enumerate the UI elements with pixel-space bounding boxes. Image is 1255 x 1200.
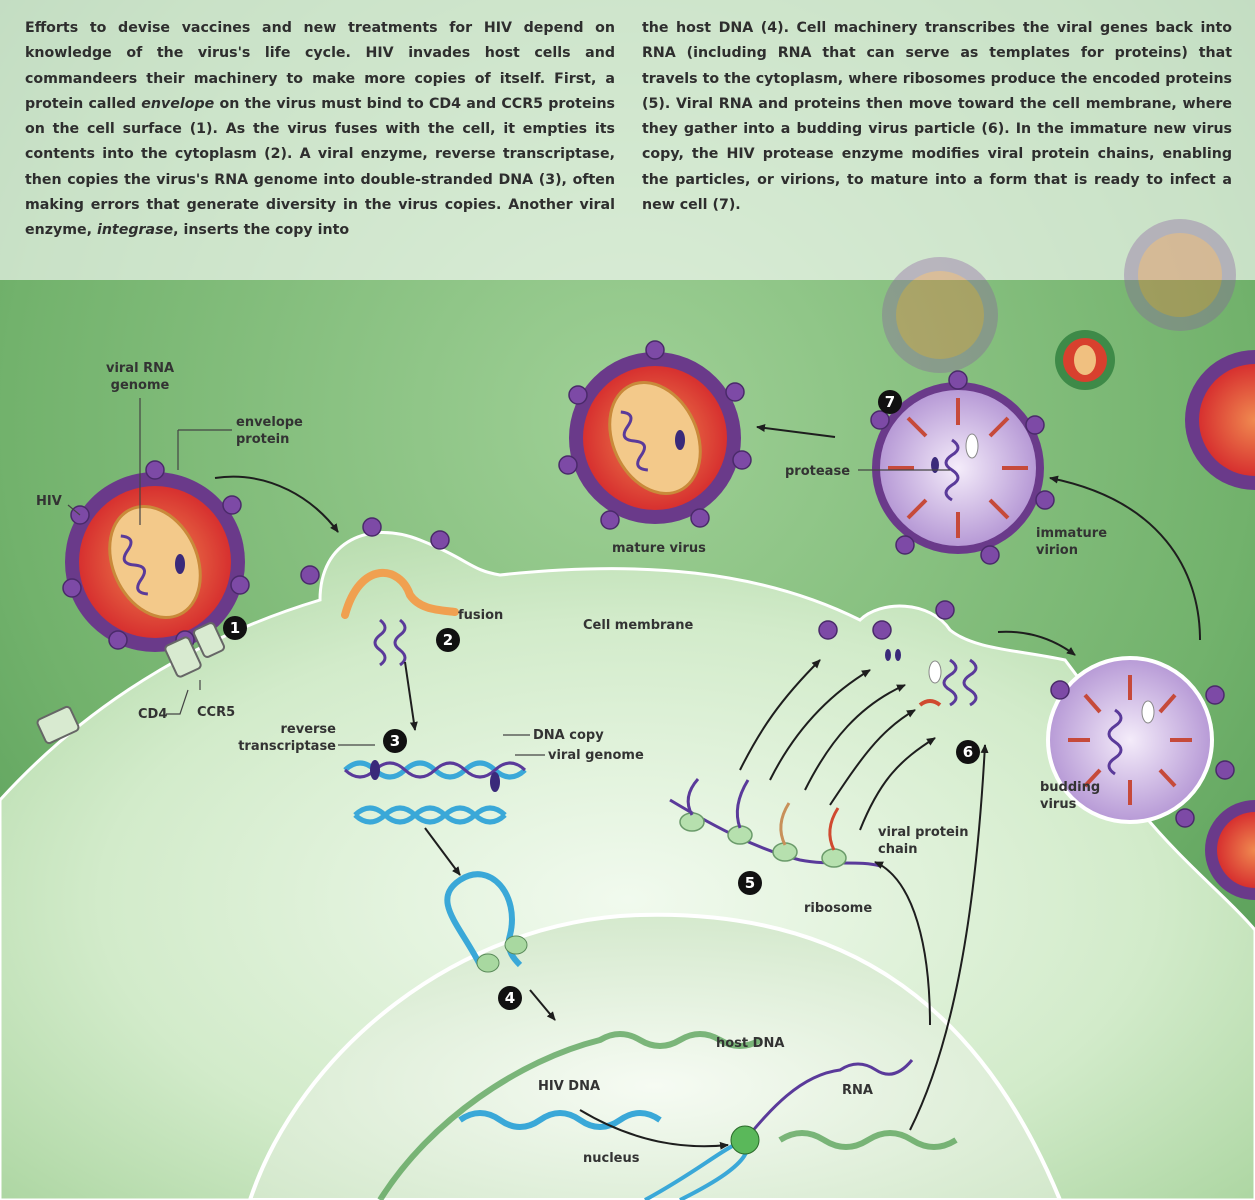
- hiv-virus: [62, 460, 250, 652]
- label-protease: protease: [785, 464, 850, 479]
- host-dna-lower: [778, 1130, 958, 1150]
- step-badge-5: 5: [738, 871, 762, 895]
- faded-virus-top: [882, 219, 1236, 373]
- label-rna: RNA: [842, 1083, 873, 1098]
- label-nucleus: nucleus: [583, 1151, 640, 1166]
- step-badge-1: 1: [223, 616, 247, 640]
- label-hiv-dna: HIV DNA: [538, 1079, 600, 1094]
- label-fusion: fusion: [458, 608, 503, 623]
- label-envelope: envelope: [236, 415, 303, 430]
- budding-virus: [1046, 656, 1235, 828]
- label-reverse: reverse: [281, 722, 337, 737]
- step-badge-7: 7: [878, 390, 902, 414]
- label-dna-copy: DNA copy: [533, 728, 604, 743]
- intro-paragraph-right: the host DNA (4). Cell machinery transcr…: [642, 20, 1232, 214]
- mature-virus: [558, 340, 752, 530]
- label-immature: immature: [1036, 526, 1107, 541]
- label-cell-membrane: Cell membrane: [583, 618, 693, 633]
- text-band: [0, 0, 1255, 280]
- label-viral-protein: viral protein: [878, 825, 969, 840]
- label-viral-rna: viral RNA: [106, 361, 174, 376]
- immature-virion: [870, 370, 1055, 565]
- rna-polymerase: [730, 1125, 760, 1155]
- transcription-rna: [743, 1059, 914, 1141]
- cd4-ccr5-receptors: [36, 622, 225, 745]
- svg-text:7: 7: [885, 393, 895, 411]
- intro-text-2: on the virus must bind to CD4 and CCR5 p…: [25, 95, 615, 239]
- assembly-cluster: [885, 649, 978, 707]
- leader-lines: [67, 398, 950, 756]
- small-virus-top: [1055, 330, 1115, 390]
- label-host-dna: host DNA: [716, 1036, 784, 1051]
- label-cd4: CD4: [138, 707, 167, 722]
- svg-text:6: 6: [963, 743, 973, 761]
- intro-text-3: , inserts the copy into: [173, 222, 350, 239]
- step-badge-6: 6: [956, 740, 980, 764]
- label-virus: virus: [1040, 797, 1077, 812]
- label-mature-virus: mature virus: [612, 541, 706, 556]
- nucleus: [247, 912, 1063, 1200]
- membrane-proteins: [300, 517, 955, 640]
- intro-text-1: Efforts to devise vaccines and new treat…: [25, 20, 615, 112]
- svg-text:5: 5: [745, 874, 755, 892]
- intro-em-integrase: integrase: [96, 222, 174, 239]
- svg-text:3: 3: [390, 732, 400, 750]
- svg-text:1: 1: [230, 619, 240, 637]
- label-protein: protein: [236, 432, 289, 447]
- label-ribosome: ribosome: [804, 901, 872, 916]
- label-ccr5: CCR5: [197, 705, 235, 720]
- svg-text:4: 4: [505, 989, 515, 1007]
- intro-paragraph-left: Efforts to devise vaccines and new treat…: [25, 16, 615, 244]
- label-transcriptase: transcriptase: [238, 739, 336, 754]
- mrna-strand: [669, 798, 881, 868]
- label-chain: chain: [878, 842, 917, 857]
- label-viral-genome: viral genome: [548, 748, 644, 763]
- host-dna-strand: [377, 1031, 762, 1200]
- intro-em-envelope: envelope: [141, 95, 215, 112]
- virus-right-edge: [1185, 350, 1255, 900]
- svg-text:2: 2: [443, 631, 453, 649]
- ds-dna: [353, 805, 507, 825]
- label-hiv: HIV: [36, 494, 62, 509]
- label-budding: budding: [1040, 780, 1100, 795]
- protein-chains: [686, 778, 840, 851]
- step-badge-2: 2: [436, 628, 460, 652]
- arrows: [214, 424, 1201, 1150]
- fusion-rna: [373, 618, 407, 667]
- step-badge-4: 4: [498, 986, 522, 1010]
- hiv-dna-strand: [458, 1110, 662, 1130]
- label-virion: virion: [1036, 543, 1078, 558]
- fusion-envelope: [341, 569, 459, 619]
- label-genome: genome: [111, 378, 170, 393]
- step-badge-3: 3: [383, 729, 407, 753]
